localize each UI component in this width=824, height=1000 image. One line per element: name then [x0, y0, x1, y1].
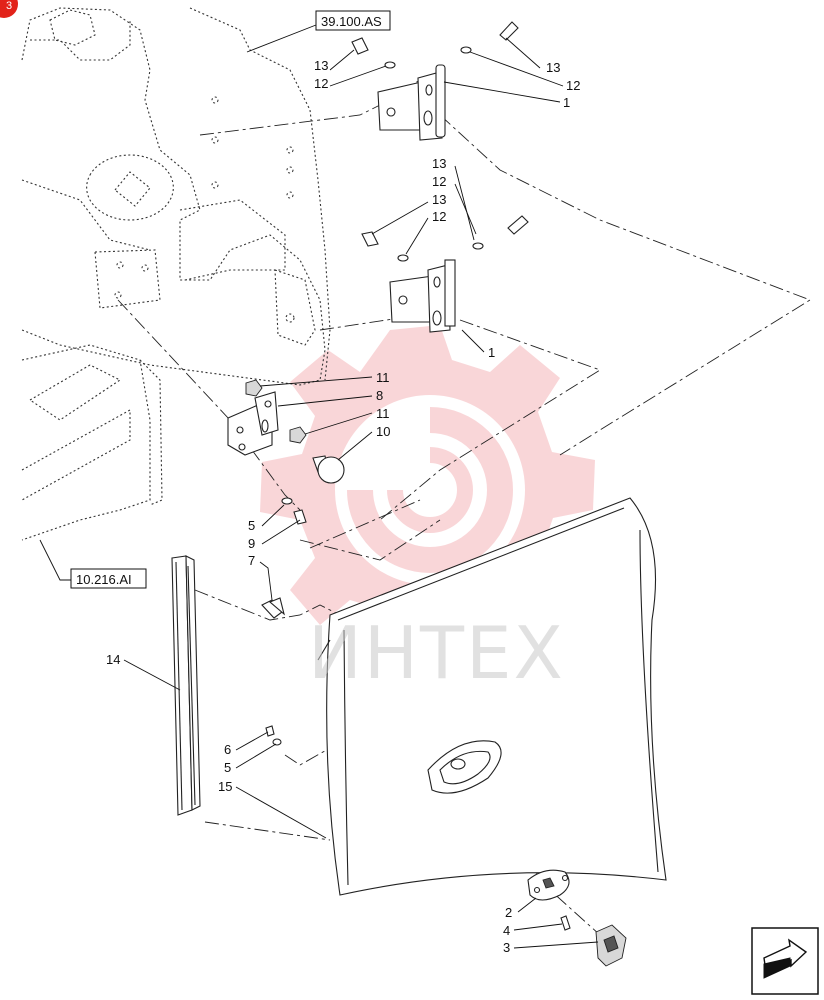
- callout-15: 15: [218, 779, 232, 794]
- callout-7: 7: [248, 553, 255, 568]
- callout-1b: 1: [488, 345, 495, 360]
- callout-10: 10: [376, 424, 390, 439]
- callout-4: 4: [503, 923, 510, 938]
- callout-13a: 13: [314, 58, 328, 73]
- corner-badge: 3: [0, 0, 18, 18]
- callout-8: 8: [376, 388, 383, 403]
- callout-6: 6: [224, 742, 231, 757]
- reference-box-10-216-ai[interactable]: 10.216.AI: [70, 568, 147, 589]
- nut-upper: [245, 379, 263, 397]
- callout-11b: 11: [376, 406, 390, 421]
- reference-box-39-100-as[interactable]: 39.100.AS: [315, 10, 391, 31]
- lower-hinge: [389, 259, 456, 333]
- watermark-text: ИНТЕХ: [308, 611, 565, 695]
- nut-lower: [289, 426, 307, 444]
- latch-bracket: [227, 391, 279, 456]
- callout-1a: 1: [563, 95, 570, 110]
- callout-13d: 13: [432, 192, 446, 207]
- callout-5a: 5: [248, 518, 255, 533]
- callout-12a: 12: [314, 76, 328, 91]
- callout-14: 14: [106, 652, 120, 667]
- callout-11a: 11: [376, 370, 390, 385]
- lock-plate: [527, 869, 570, 901]
- washer-screw-upper: [281, 497, 307, 525]
- callout-2: 2: [505, 905, 512, 920]
- callout-5b: 5: [224, 760, 231, 775]
- callout-12d: 12: [432, 209, 446, 224]
- seal-strip: [171, 555, 201, 816]
- door-panel: [317, 497, 667, 896]
- callout-12c: 12: [432, 174, 446, 189]
- callout-13c: 13: [432, 156, 446, 171]
- upper-bolt-left: [351, 37, 396, 69]
- svg-text:39.100.AS: 39.100.AS: [321, 14, 382, 29]
- callout-labels: 13 12 13 12 1 13 12 13 12 1 11 8 11 10 5…: [106, 58, 580, 955]
- callout-9: 9: [248, 536, 255, 551]
- clip: [261, 597, 285, 619]
- svg-text:10.216.AI: 10.216.AI: [76, 572, 132, 587]
- lower-bolt-left: [361, 231, 409, 262]
- leader-lines: [123, 37, 599, 949]
- callout-12b: 12: [566, 78, 580, 93]
- callout-13b: 13: [546, 60, 560, 75]
- lock-cylinder: [595, 924, 627, 967]
- lower-bolt-right: [472, 215, 529, 250]
- callout-3: 3: [503, 940, 510, 955]
- knob: [312, 455, 345, 484]
- upper-hinge: [377, 64, 446, 141]
- washer-screw-lower: [265, 725, 282, 746]
- arrow-icon[interactable]: [751, 927, 819, 995]
- upper-bolt-right: [460, 21, 519, 54]
- assembly-lines: [117, 79, 812, 936]
- svg-text:3: 3: [6, 0, 12, 12]
- lock-screw: [560, 915, 571, 931]
